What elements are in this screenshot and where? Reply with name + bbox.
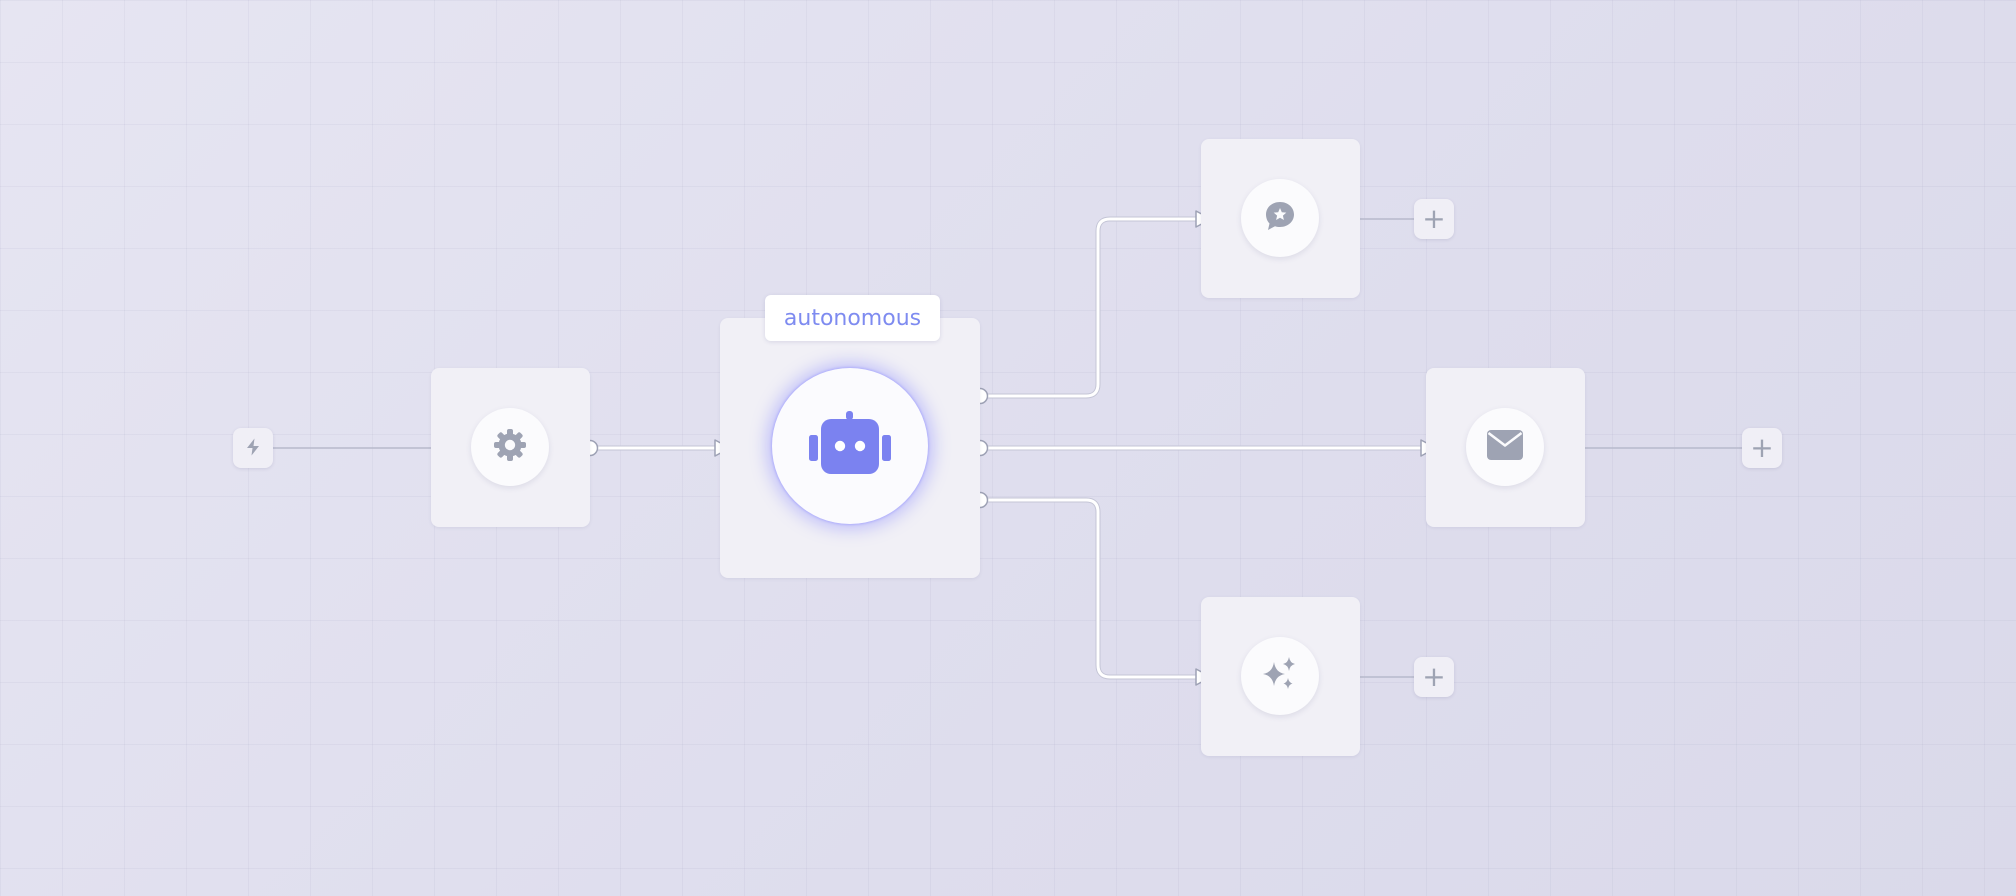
chat-node[interactable]: [1201, 139, 1360, 298]
email-node[interactable]: [1426, 368, 1585, 527]
sparkles-icon: [1261, 655, 1299, 698]
plus-icon: +: [1422, 660, 1446, 693]
sparkle-icon-circle: [1241, 637, 1319, 715]
settings-node[interactable]: [431, 368, 590, 527]
trigger-node[interactable]: [233, 428, 273, 468]
agent-mode-tag: autonomous: [765, 295, 940, 341]
plus-icon: +: [1750, 431, 1774, 464]
sparkle-node[interactable]: [1201, 597, 1360, 756]
gear-icon: [493, 428, 527, 467]
email-icon-circle: [1466, 408, 1544, 486]
plus-icon: +: [1422, 202, 1446, 235]
add-after-chat-button[interactable]: +: [1414, 199, 1454, 239]
settings-icon-circle: [471, 408, 549, 486]
lightning-icon: [243, 434, 263, 462]
agent-icon-circle: [772, 368, 928, 524]
flow-edges: [586, 216, 1423, 680]
envelope-icon: [1487, 429, 1523, 465]
robot-icon: [809, 410, 891, 482]
chat-icon-circle: [1241, 179, 1319, 257]
agent-mode-label: autonomous: [783, 305, 922, 331]
add-after-sparkle-button[interactable]: +: [1414, 657, 1454, 697]
agent-node[interactable]: [720, 318, 980, 578]
chat-star-icon: [1263, 199, 1297, 238]
add-after-email-button[interactable]: +: [1742, 428, 1782, 468]
